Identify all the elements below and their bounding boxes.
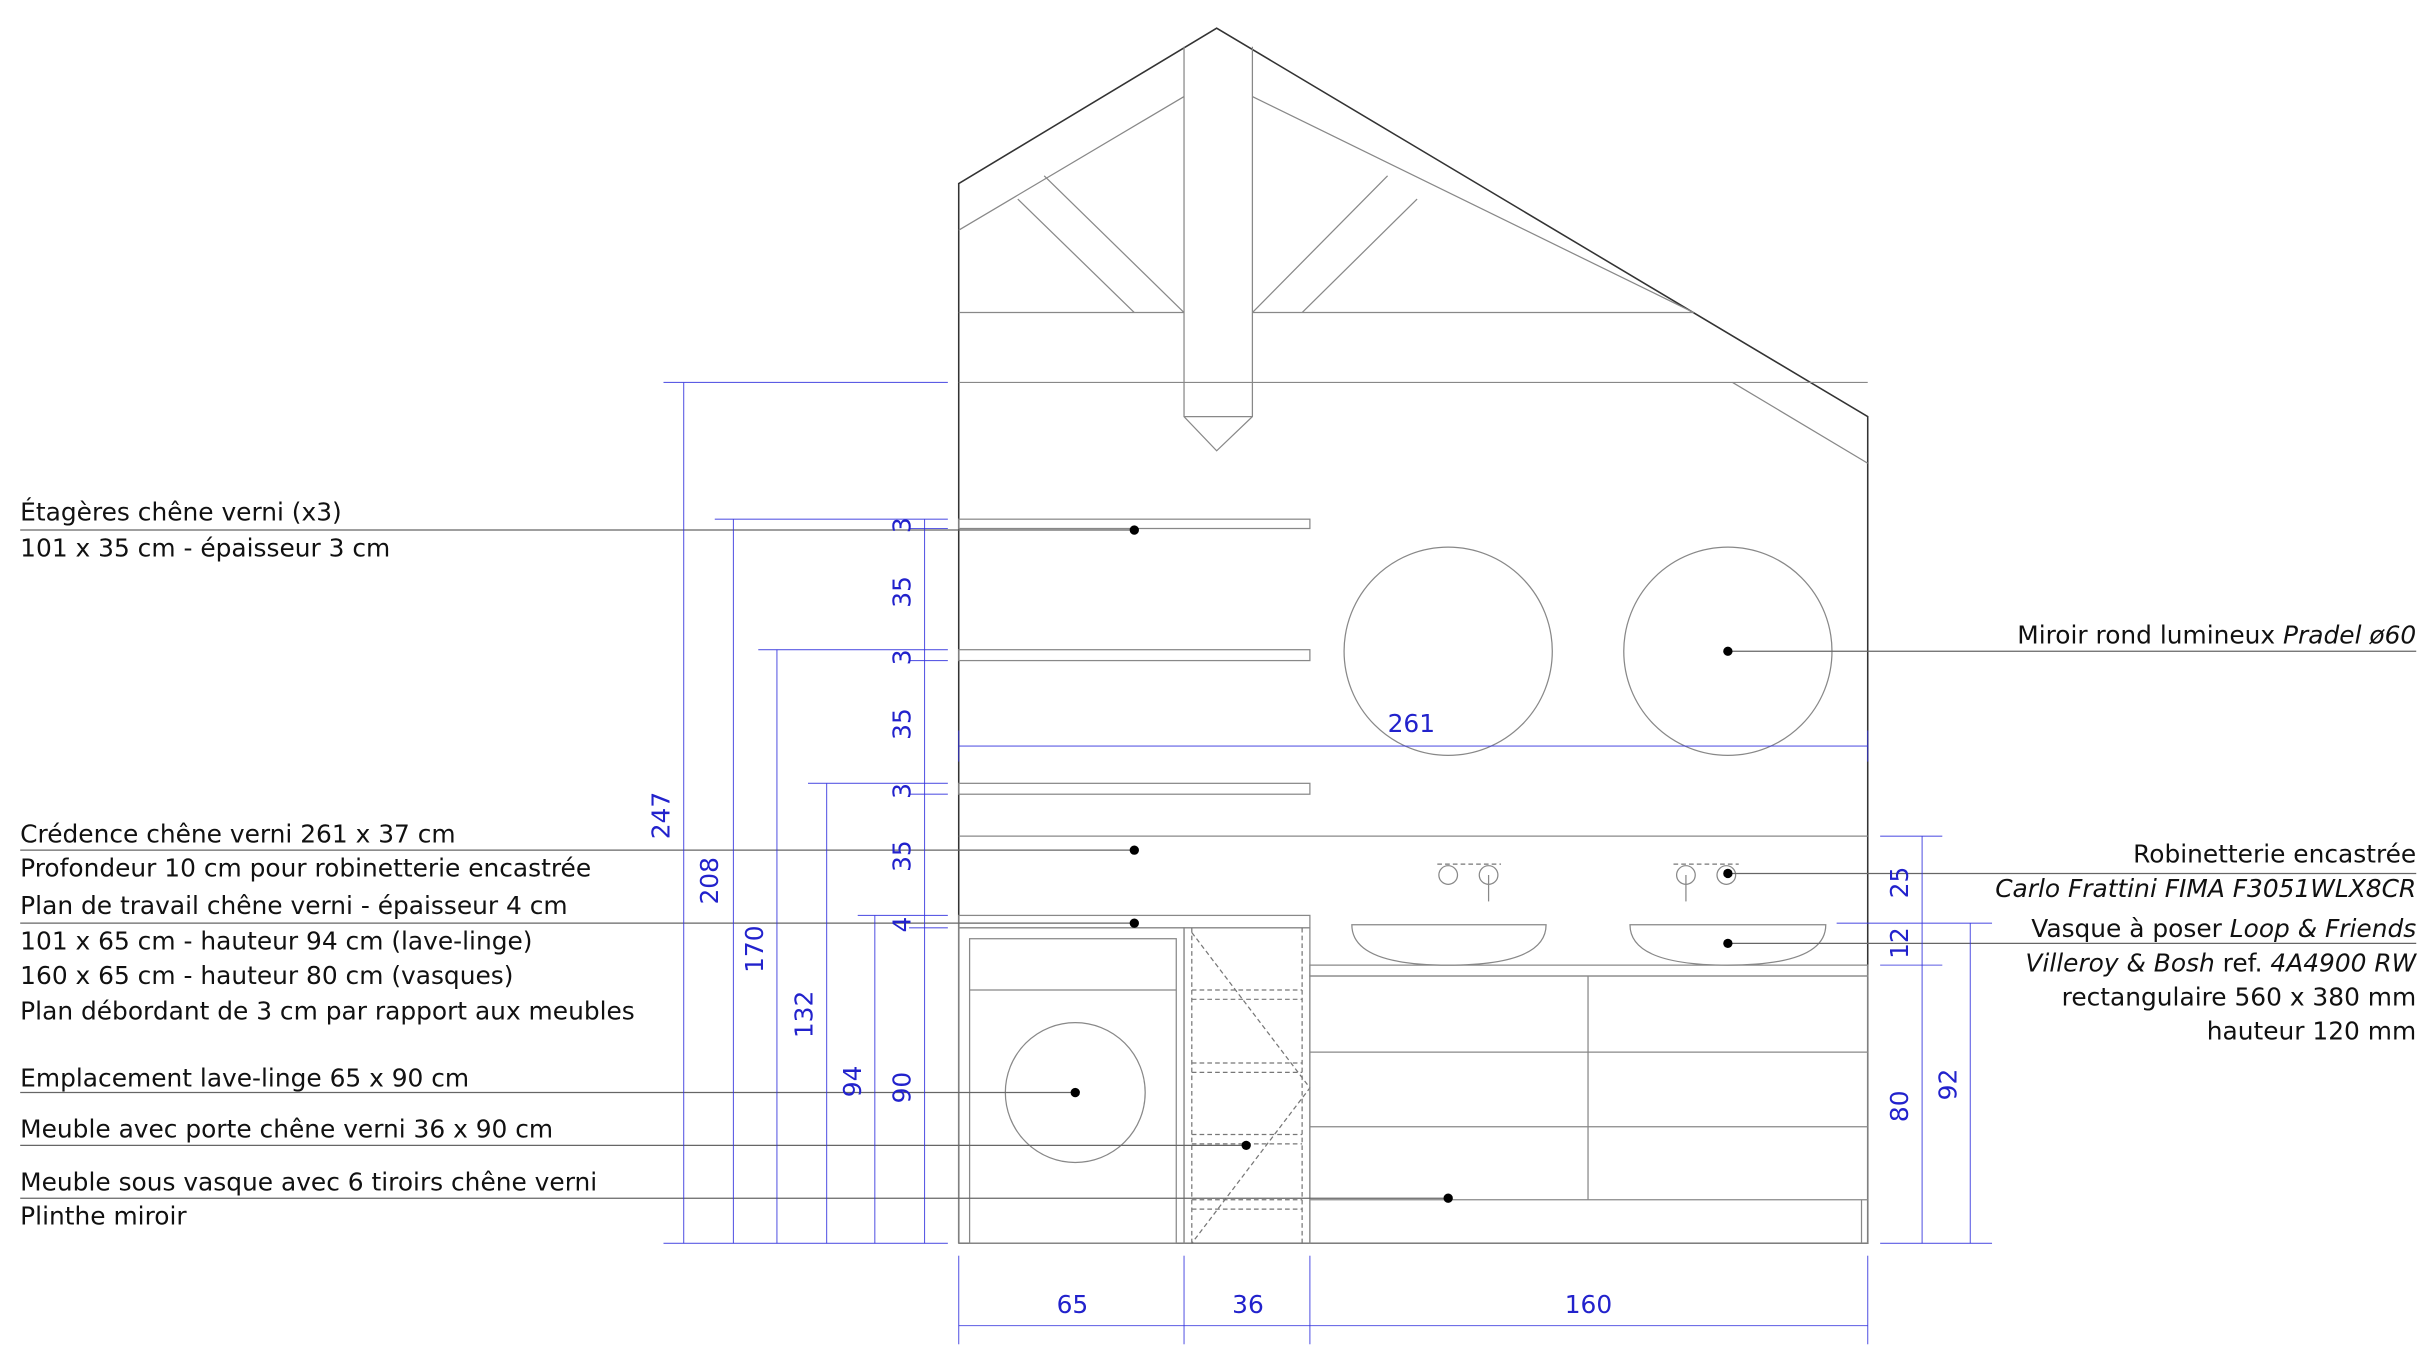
dim-261: 261 [1388,709,1435,738]
label-worktop-washer: 101 x 65 cm - hauteur 94 cm (lave-linge) [20,927,532,956]
label-worktop-overhang: Plan débordant de 3 cm par rapport aux m… [20,997,635,1026]
label-basin-height: hauteur 120 mm [2207,1017,2416,1046]
label-etageres-dims: 101 x 35 cm - épaisseur 3 cm [20,533,390,562]
faucet-right [1673,863,1739,902]
label-vanity: Meuble sous vasque avec 6 tiroirs chêne … [20,1167,597,1196]
dim-160: 160 [1565,1290,1612,1319]
dim-3: 3 [888,517,917,533]
round-mirror-left [1343,546,1553,756]
dim-65: 65 [1057,1290,1089,1319]
dim-94: 94 [838,1066,867,1098]
label-basin-size: rectangulaire 560 x 380 mm [2062,983,2417,1012]
label-basin: Vasque à poser Loop & Friends [2031,914,2416,943]
dim-90: 90 [888,1072,917,1104]
dim-3: 3 [888,783,917,799]
label-washer: Emplacement lave-linge 65 x 90 cm [20,1063,469,1092]
dimension-labels: 247 208 170 132 94 90 3 35 3 35 3 35 4 2… [647,517,1963,1319]
label-worktop-vanity: 160 x 65 cm - hauteur 80 cm (vasques) [20,961,513,990]
basin-left [1351,924,1547,966]
label-door-cabinet: Meuble avec porte chêne verni 36 x 90 cm [20,1115,553,1144]
dim-4: 4 [888,917,917,933]
dim-80: 80 [1885,1090,1914,1122]
annotations-left: Étagères chêne verni (x3) 101 x 35 cm - … [20,498,635,1231]
dim-25: 25 [1885,867,1914,899]
label-mirror: Miroir rond lumineux Pradel ø60 [2017,620,2416,649]
dim-170: 170 [740,925,769,972]
label-etageres: Étagères chêne verni (x3) [20,498,342,527]
vanity-drawers [1309,975,1869,1244]
dim-35: 35 [888,576,917,608]
label-faucet-model: Carlo Frattini FIMA F3051WLX8CR [1995,874,2416,903]
dim-92: 92 [1933,1069,1962,1101]
label-faucet: Robinetterie encastrée [2133,840,2416,869]
label-basin-ref: Villeroy & Bosh ref. 4A4900 RW [2025,948,2417,977]
dim-132: 132 [790,991,819,1038]
label-plinth: Plinthe miroir [20,1202,187,1231]
faucet-left [1437,863,1502,902]
label-worktop: Plan de travail chêne verni - épaisseur … [20,891,567,920]
shelves [958,518,1311,795]
worktop-vanity [1309,964,1869,977]
dim-12: 12 [1885,927,1914,959]
dim-208: 208 [695,857,724,904]
dim-36: 36 [1232,1290,1264,1319]
dim-3: 3 [888,649,917,665]
dim-35: 35 [888,708,917,740]
washing-machine [958,927,1185,1244]
door-cabinet [1183,927,1311,1244]
house-outline [957,27,1869,1245]
leader-dots [1070,525,1733,1203]
label-credence: Crédence chêne verni 261 x 37 cm [20,819,455,848]
leader-lines [20,529,2417,1199]
dim-247: 247 [647,792,676,839]
dim-35: 35 [888,840,917,872]
dimension-lines [663,381,1993,1345]
annotations-right: Miroir rond lumineux Pradel ø60 Robinett… [1995,620,2417,1045]
label-credence-depth: Profondeur 10 cm pour robinetterie encas… [20,854,591,883]
